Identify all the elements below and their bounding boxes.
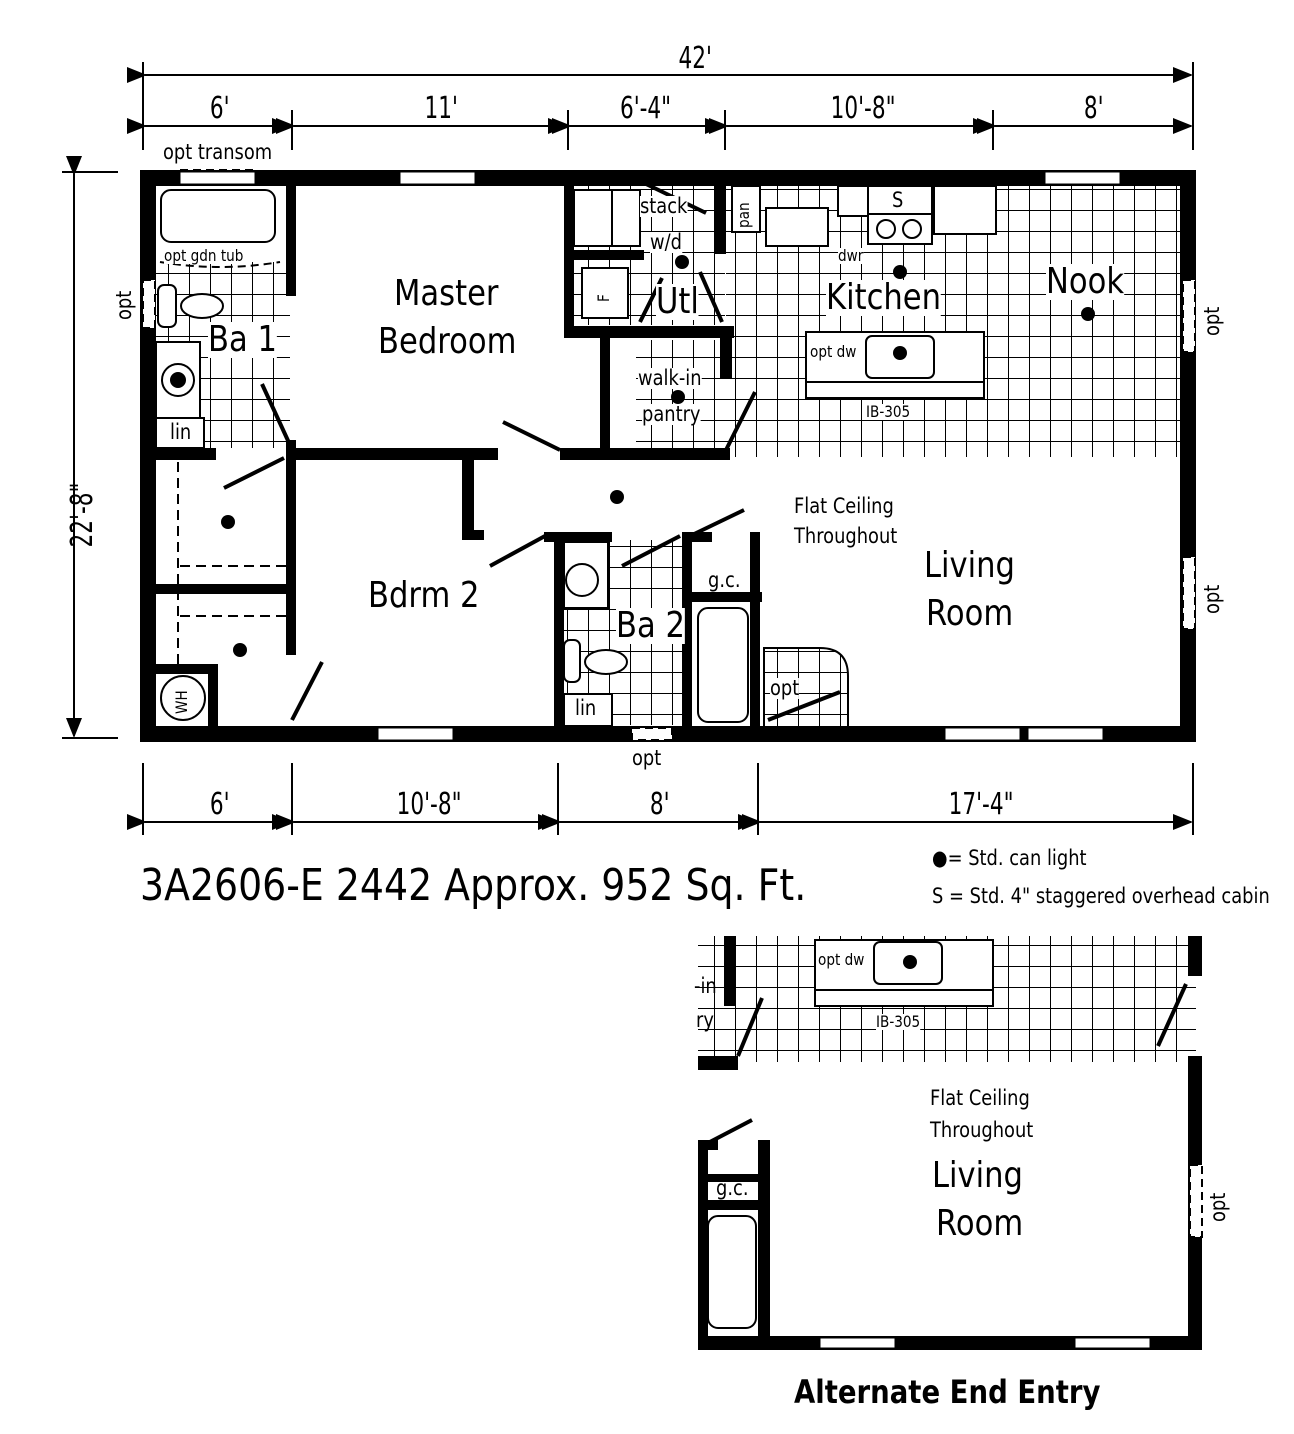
pantry-label-1: walk-in (638, 366, 702, 390)
alt-partial-label-1: -in (694, 974, 717, 998)
room-label-kitchen: Kitchen (826, 277, 942, 318)
drawer-label: dwr (838, 246, 864, 265)
can-light-legend-icon: ● (932, 846, 948, 870)
right-opt-window-label-living: opt (1200, 584, 1224, 614)
opt-transom-label: opt transom (163, 140, 273, 164)
optional-windows (142, 169, 1196, 741)
alternate-plan (698, 936, 1203, 1350)
wd-label: w/d (650, 230, 682, 254)
left-opt-window-label: opt (112, 290, 136, 320)
model-title: 3A2606-E 2442 Approx. 952 Sq. Ft. (140, 860, 807, 911)
bottom-dim-3: 8' (649, 787, 670, 822)
ceiling-note-2: Throughout (794, 524, 898, 548)
water-heater-label: WH (172, 690, 191, 714)
stove-burners-icon (876, 219, 922, 239)
alt-guest-closet-label: g.c. (716, 1176, 749, 1200)
can-light-icons (221, 255, 1095, 657)
interior-walls (156, 186, 762, 730)
right-opt-window-label-nook: opt (1200, 306, 1224, 336)
stove-cabinet-label: S (892, 188, 904, 212)
room-label-bedroom-2: Bdrm 2 (368, 575, 480, 616)
ceiling-note-1: Flat Ceiling (794, 494, 894, 518)
room-label-bath-1: Ba 1 (208, 319, 277, 360)
room-label-living-2: Room (926, 593, 1014, 634)
bottom-dim-4: 17'-4" (948, 787, 1014, 822)
room-label-master-1: Master (394, 273, 499, 314)
bottom-dim-1: 6' (209, 787, 230, 822)
legend-can-light: ●= Std. can light (932, 846, 1087, 870)
room-label-nook: Nook (1046, 261, 1125, 302)
room-label-master-2: Bedroom (378, 321, 517, 362)
bottom-opt-window-label: opt (632, 746, 662, 770)
top-dim-2: 11' (424, 91, 458, 126)
linen-label-1: lin (170, 420, 192, 444)
door-swings (223, 181, 841, 722)
alt-island-label: IB-305 (876, 1012, 921, 1031)
room-label-bath-2: Ba 2 (616, 605, 685, 646)
bottom-dimension-lines (127, 763, 1194, 835)
left-dimension-line (62, 156, 118, 739)
room-label-living-1: Living (924, 545, 1015, 586)
overall-width-label: 42' (678, 41, 712, 76)
top-dim-5: 8' (1083, 91, 1104, 126)
top-dim-4: 10'-8" (830, 91, 896, 126)
room-label-utility: Utl (656, 281, 699, 322)
pantry-label-2: pantry (642, 402, 701, 426)
linen-label-2: lin (575, 696, 597, 720)
guest-closet-label: g.c. (708, 568, 741, 592)
alternate-title: Alternate End Entry (794, 1373, 1101, 1411)
top-dim-1: 6' (209, 91, 230, 126)
top-dimension-lines (127, 62, 1194, 150)
alt-living-label-1: Living (932, 1155, 1023, 1196)
alt-opt-dw-label: opt dw (818, 950, 865, 969)
pan-cabinet-label: pan (734, 202, 753, 228)
island-label: IB-305 (866, 402, 911, 421)
bottom-dim-2: 10'-8" (396, 787, 462, 822)
alt-partial-label-2: ry (696, 1008, 714, 1032)
opt-dw-label: opt dw (810, 342, 857, 361)
windows (179, 171, 1121, 741)
alt-ceiling-note-2: Throughout (930, 1118, 1034, 1142)
stack-label: stack (640, 194, 688, 218)
alt-ceiling-note-1: Flat Ceiling (930, 1086, 1030, 1110)
legend-overhead-cabinet: S = Std. 4" staggered overhead cabin (932, 884, 1270, 908)
opt-gdn-tub-label: opt gdn tub (164, 246, 244, 265)
top-dim-3: 6'-4" (619, 91, 672, 126)
entry-opt-label: opt (770, 676, 800, 700)
alt-right-opt-label: opt (1206, 1192, 1230, 1222)
overall-depth-label: 22'-8" (65, 482, 101, 548)
alt-living-label-2: Room (936, 1203, 1024, 1244)
furnace-label: F (594, 294, 613, 302)
